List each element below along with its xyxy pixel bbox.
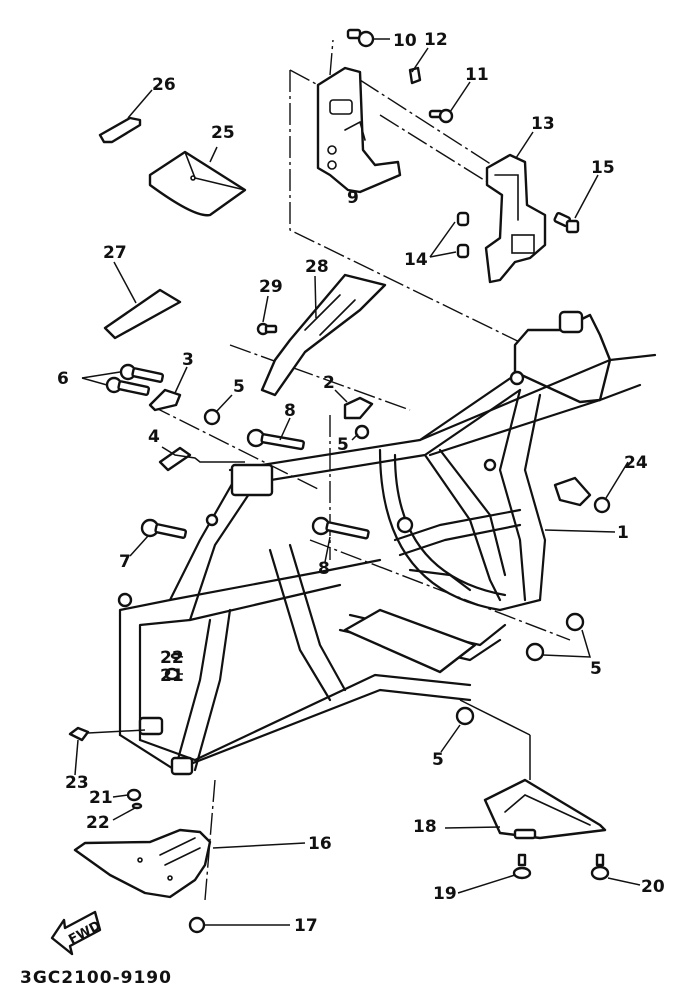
- callout-5: 5: [337, 435, 349, 455]
- callout-8: 8: [318, 559, 330, 579]
- callout-9: 9: [347, 188, 359, 208]
- callout-2: 2: [323, 373, 335, 393]
- cover-part-28[interactable]: [260, 273, 387, 397]
- callout-11: 11: [465, 65, 489, 85]
- callout-25: 25: [211, 123, 235, 143]
- skid-plate-part-16[interactable]: [73, 828, 212, 899]
- bracket-part-18[interactable]: [483, 778, 607, 840]
- leader-lines: [74, 38, 641, 926]
- callout-12: 12: [424, 30, 448, 50]
- bolt-part-7[interactable]: [140, 518, 188, 539]
- callout-5: 5: [233, 377, 245, 397]
- plate-part-3[interactable]: [148, 388, 182, 412]
- nut-part-14-lower[interactable]: [456, 243, 470, 259]
- nut-part-14-upper[interactable]: [456, 211, 470, 227]
- callout-16: 16: [308, 834, 332, 854]
- callout-22: 22: [160, 648, 184, 668]
- callout-14: 14: [404, 250, 428, 270]
- callout-17: 17: [294, 916, 318, 936]
- callout-27: 27: [103, 243, 127, 263]
- bracket-part-9[interactable]: [316, 66, 402, 194]
- callout-5: 5: [590, 659, 602, 679]
- screw-part-29[interactable]: [256, 322, 278, 336]
- callout-21: 21: [160, 666, 184, 686]
- nut-part-5[interactable]: [455, 706, 475, 726]
- callout-8: 8: [284, 401, 296, 421]
- bolt-part-8-lower[interactable]: [311, 516, 370, 540]
- callout-29: 29: [259, 277, 283, 297]
- nut-part-5[interactable]: [354, 424, 370, 440]
- bolt-part-10[interactable]: [346, 28, 375, 48]
- callout-22: 22: [86, 813, 110, 833]
- callout-26: 26: [152, 75, 176, 95]
- callout-20: 20: [641, 877, 665, 897]
- callout-10: 10: [393, 31, 417, 51]
- callout-28: 28: [305, 257, 329, 277]
- callout-18: 18: [413, 817, 437, 837]
- tool-part-27[interactable]: [103, 288, 182, 340]
- callout-23: 23: [65, 773, 89, 793]
- callout-24: 24: [624, 453, 648, 473]
- callout-labels: 10 12 11 13 15 14 9 26 25 27 29 28 6 3 5…: [57, 30, 665, 936]
- bolt-part-19[interactable]: [512, 853, 532, 880]
- nut-part-5[interactable]: [565, 612, 585, 632]
- washer-part-22-lower[interactable]: [131, 802, 143, 810]
- callout-4: 4: [148, 427, 160, 447]
- bracket-part-13[interactable]: [484, 153, 547, 284]
- callout-7: 7: [119, 552, 131, 572]
- callout-5: 5: [432, 750, 444, 770]
- washer-part-23[interactable]: [68, 726, 90, 742]
- tool-part-26[interactable]: [98, 116, 142, 144]
- screw-part-11[interactable]: [428, 108, 454, 124]
- callout-15: 15: [591, 158, 615, 178]
- bolt-part-20[interactable]: [590, 853, 610, 881]
- bolt-part-15[interactable]: [553, 211, 580, 234]
- callout-3: 3: [182, 350, 194, 370]
- tool-pouch-part-25[interactable]: [148, 150, 247, 217]
- forward-direction-arrow: FWD: [50, 910, 104, 956]
- bolts-part-6[interactable]: [105, 363, 165, 396]
- nut-part-5[interactable]: [525, 642, 545, 662]
- callout-1: 1: [617, 523, 629, 543]
- diagram-part-number: 3GC2100-9190: [20, 968, 172, 988]
- plate-part-2[interactable]: [343, 396, 374, 420]
- callout-6: 6: [57, 369, 69, 389]
- bracket-part-4[interactable]: [158, 446, 192, 472]
- grommet-part-21-lower[interactable]: [126, 788, 142, 802]
- clip-part-12[interactable]: [408, 66, 422, 85]
- bolt-part-17[interactable]: [188, 916, 206, 934]
- callout-13: 13: [531, 114, 555, 134]
- main-frame-part-1[interactable]: [117, 310, 657, 776]
- bolt-part-8-upper[interactable]: [246, 428, 305, 451]
- callout-21: 21: [89, 788, 113, 808]
- cap-part-24[interactable]: [593, 496, 611, 514]
- callout-19: 19: [433, 884, 457, 904]
- nut-part-5[interactable]: [203, 408, 221, 426]
